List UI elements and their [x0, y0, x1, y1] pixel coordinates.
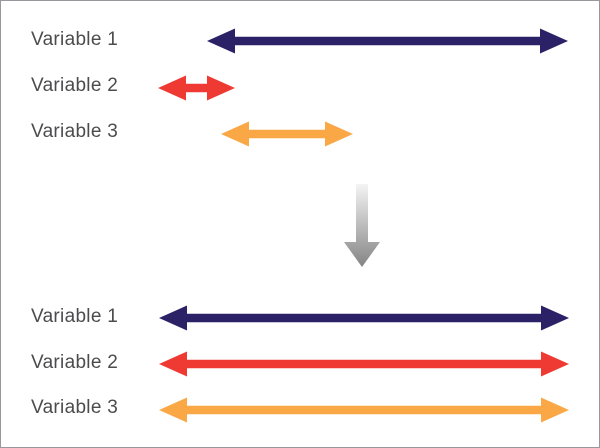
after-arrow-variable-2	[159, 351, 569, 377]
before-label-variable-1: Variable 1	[31, 29, 119, 50]
before-arrow-variable-1	[207, 28, 568, 54]
before-arrow-variable-2	[158, 75, 235, 101]
before-label-variable-3: Variable 3	[31, 121, 119, 142]
after-label-variable-2: Variable 2	[31, 352, 119, 373]
after-arrow-variable-1	[159, 305, 569, 331]
transform-down-arrow	[344, 184, 380, 267]
after-label-variable-3: Variable 3	[31, 397, 119, 418]
before-label-variable-2: Variable 2	[31, 75, 119, 96]
after-label-variable-1: Variable 1	[31, 306, 119, 327]
after-arrow-variable-3	[159, 397, 569, 423]
before-arrow-variable-3	[221, 121, 353, 147]
